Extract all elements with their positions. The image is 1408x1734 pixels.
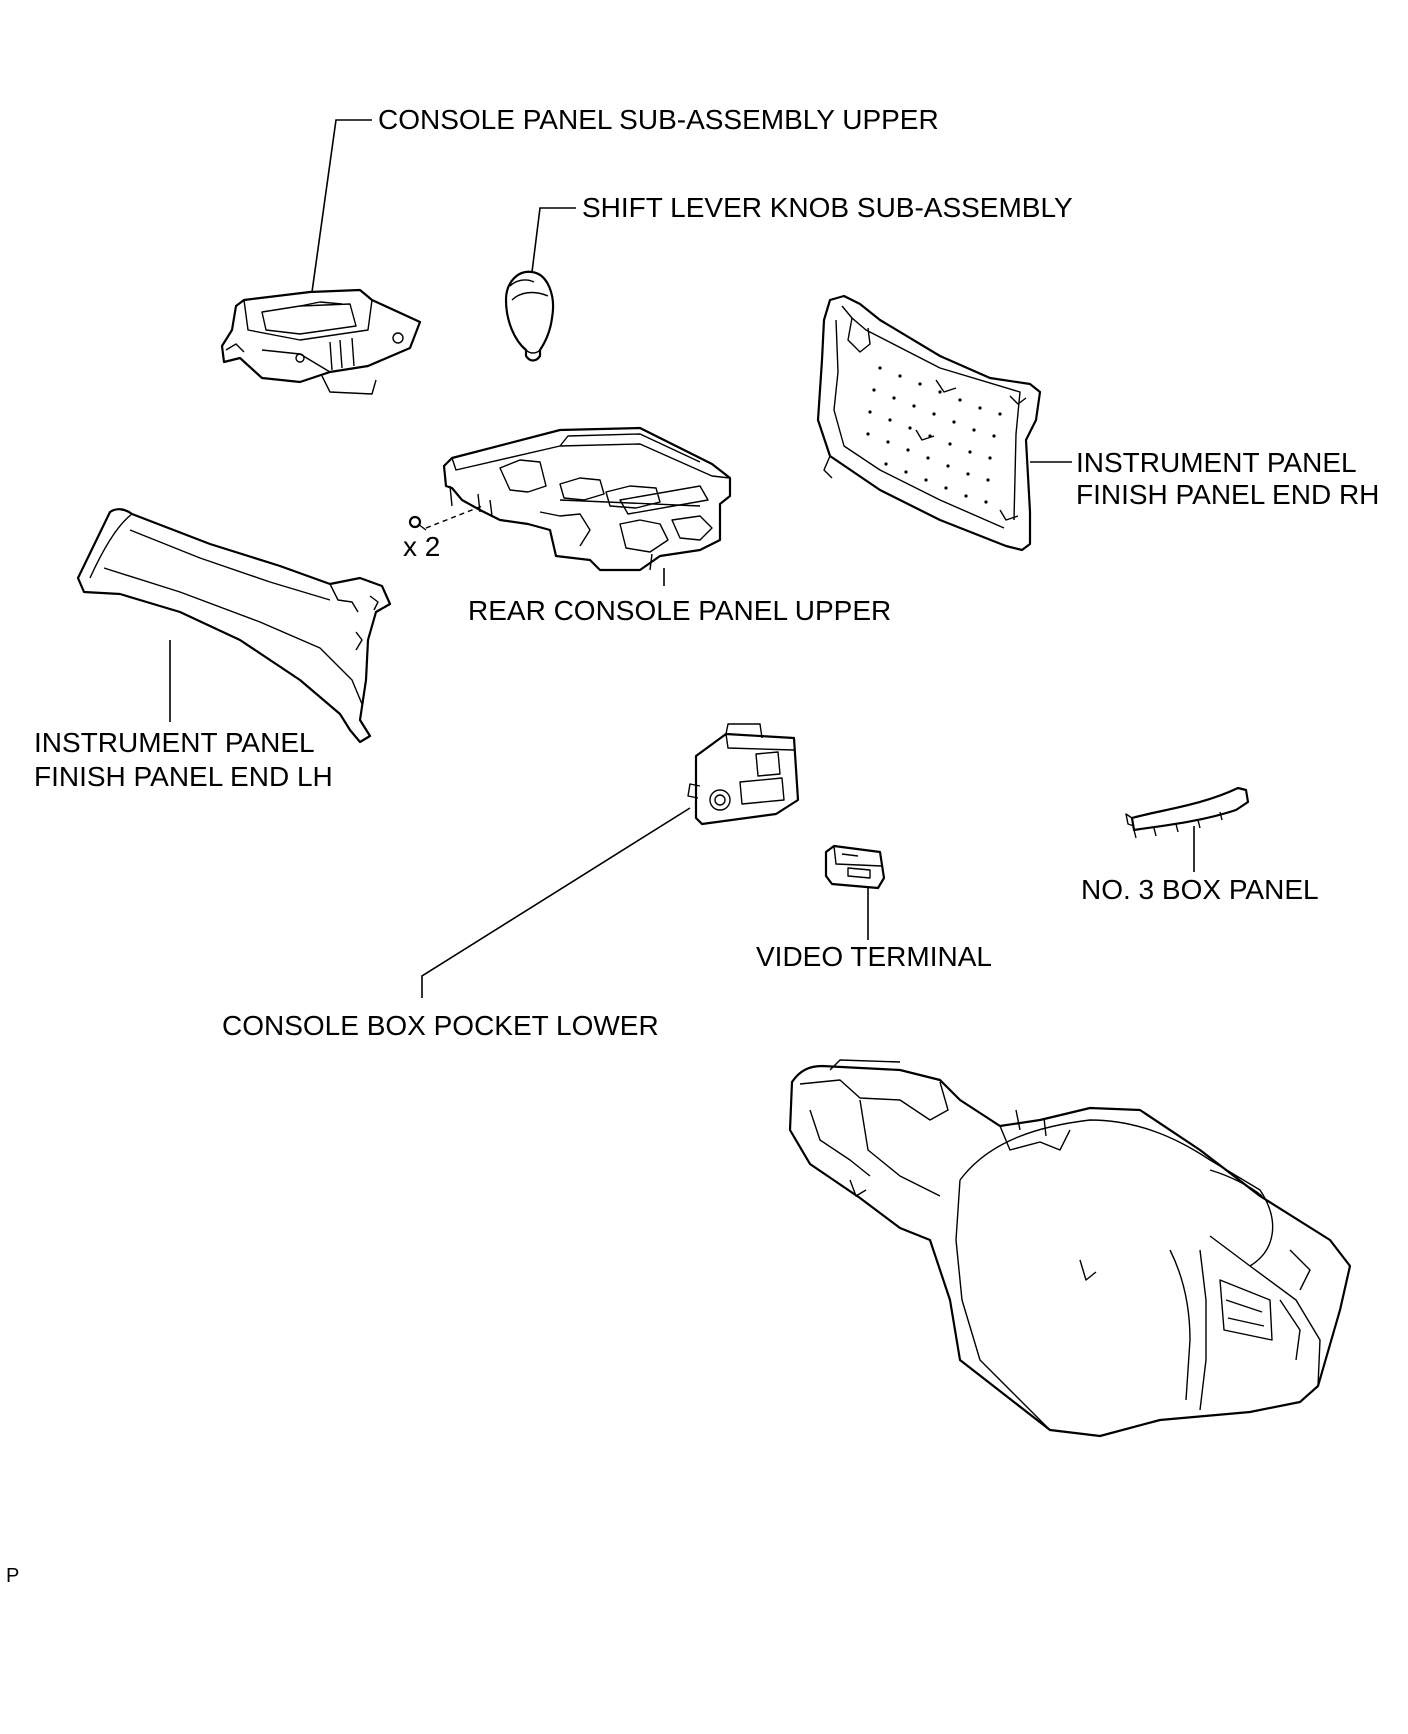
screw-icon	[408, 515, 427, 531]
finish-panel-rh-part	[816, 294, 1042, 552]
console-panel-upper-leader	[311, 119, 372, 293]
no3-box-panel-part	[1125, 786, 1250, 839]
finish-panel-rh-label-line1: INSTRUMENT PANEL	[1076, 447, 1357, 478]
console-box-pocket-lower-leader	[421, 807, 691, 998]
video-terminal-part	[824, 844, 886, 890]
console-panel-upper-part	[220, 288, 422, 395]
finish-panel-lh-label-line2: FINISH PANEL END LH	[34, 761, 333, 792]
shift-lever-knob-part	[504, 270, 555, 362]
finish-panel-lh-part	[76, 508, 392, 744]
corner-mark: P	[6, 1565, 19, 1587]
finish-panel-rh-label-line2: FINISH PANEL END RH	[1076, 479, 1379, 510]
finish-panel-lh-label-line1: INSTRUMENT PANEL	[34, 727, 315, 758]
shift-lever-knob-label: SHIFT LEVER KNOB SUB-ASSEMBLY	[582, 192, 1073, 223]
console-panel-upper-label: CONSOLE PANEL SUB-ASSEMBLY UPPER	[378, 104, 939, 135]
console-box-part	[788, 1059, 1352, 1438]
console-box-pocket-lower-label: CONSOLE BOX POCKET LOWER	[222, 1010, 659, 1041]
screw-leader	[425, 505, 483, 529]
rear-console-panel-upper-part	[442, 426, 732, 572]
shift-lever-knob-leader	[531, 207, 576, 273]
no3-box-panel-label: NO. 3 BOX PANEL	[1081, 874, 1319, 905]
video-terminal-label: VIDEO TERMINAL	[756, 941, 992, 972]
console-box-pocket-lower-part	[687, 723, 800, 826]
screw-qty-label: x 2	[403, 531, 440, 562]
finish-panel-rh-hole-pattern	[866, 366, 1002, 504]
rear-console-panel-upper-label: REAR CONSOLE PANEL UPPER	[468, 595, 891, 626]
